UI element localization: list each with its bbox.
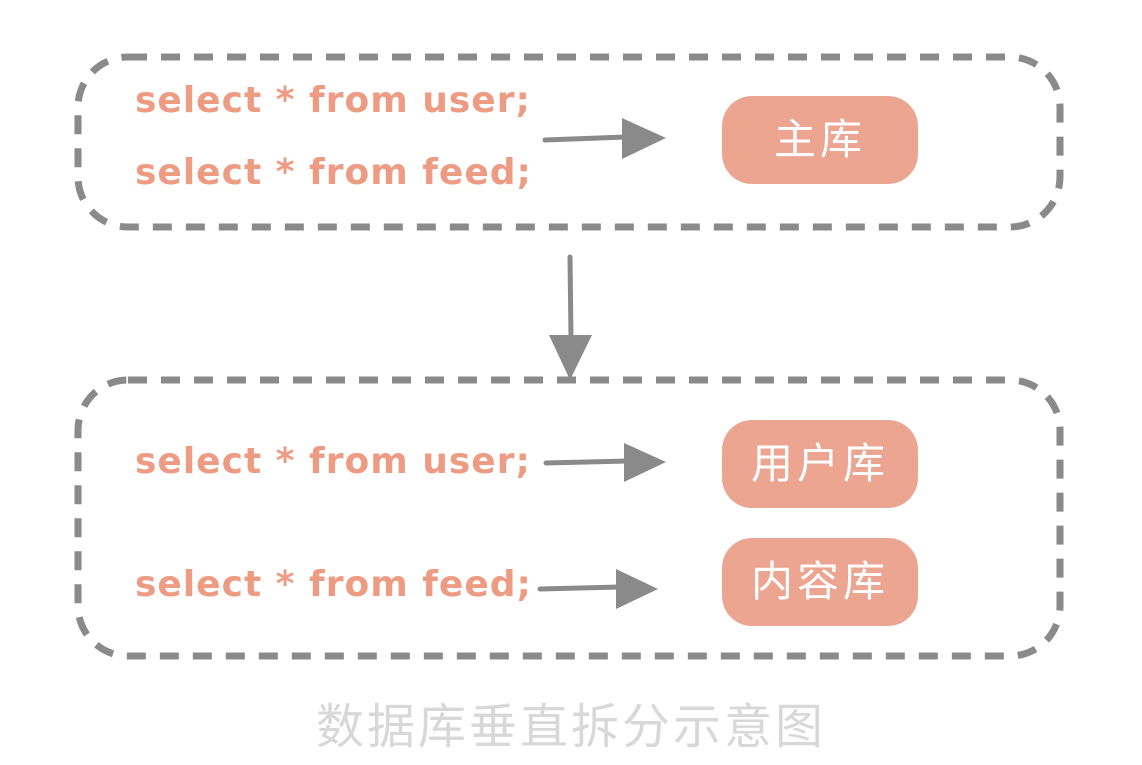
arrow-right-icon [543,443,666,482]
bottom-group-border [74,376,1064,660]
database-box-main: 主库 [722,96,918,184]
database-box-user: 用户库 [722,420,918,508]
database-box-content: 内容库 [722,538,918,626]
bottom-query-user: select * from user; [135,441,531,482]
arrow-right-icon [542,118,666,159]
top-query-feed: select * from feed; [135,152,532,193]
top-group-border [74,53,1064,231]
arrow-right-icon [537,569,658,609]
bottom-query-feed: select * from feed; [135,564,532,605]
arrow-down-icon [549,254,592,380]
top-query-user: select * from user; [135,80,531,121]
diagram-caption: 数据库垂直拆分示意图 [315,699,826,755]
